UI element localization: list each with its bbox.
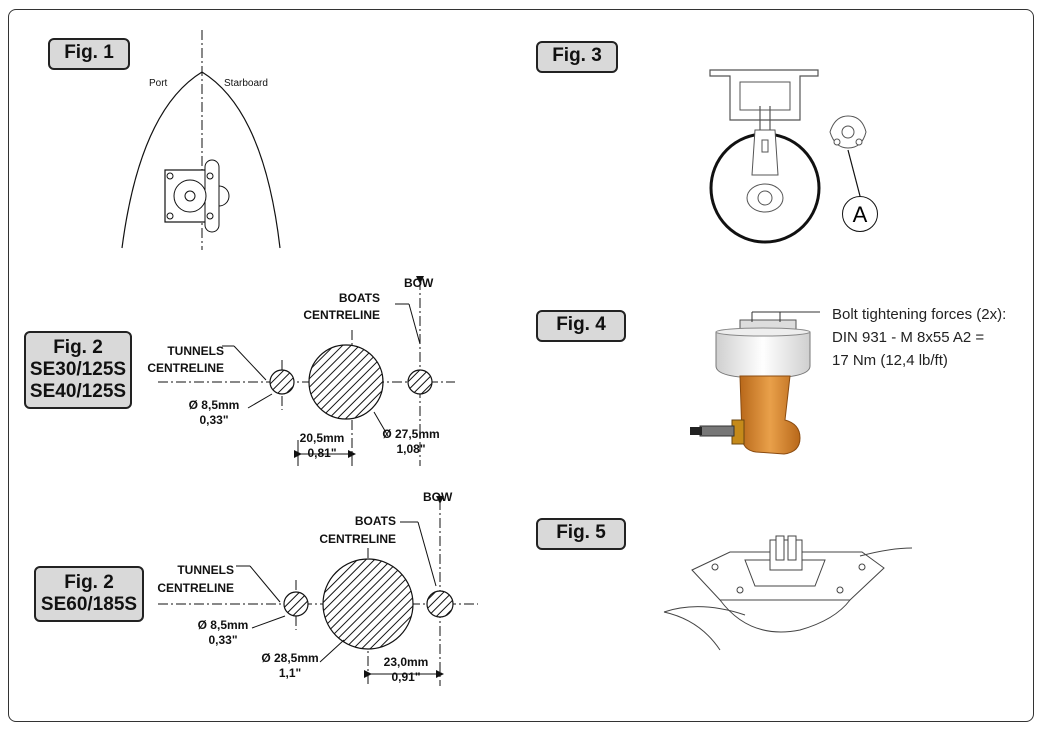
- fig2b-small-diameter-label: Ø 8,5mm 0,33": [190, 618, 256, 648]
- fig2a-bow-label: BOW: [404, 276, 434, 290]
- fig2b-boats-line1: BOATS: [354, 514, 396, 528]
- fig1-starboard-label: Starboard: [224, 78, 268, 89]
- fig2b-offset-mm: 23,0mm: [383, 655, 429, 669]
- fig2b-bow-label: BOW: [423, 490, 453, 504]
- fig3-callout-a: A: [842, 196, 878, 232]
- fig2b-label: Fig. 2 SE60/185S: [34, 566, 144, 622]
- fig2a-boats-centreline-label: BOATS CENTRELINE: [290, 290, 380, 324]
- fig4-note-line3: 17 Nm (12,4 lb/ft): [832, 352, 948, 369]
- fig2b-large-dia-in: 1,1": [278, 666, 302, 680]
- fig2a-large-dia-mm: Ø 27,5mm: [382, 427, 440, 441]
- fig2b-small-dia-mm: Ø 8,5mm: [197, 618, 249, 632]
- fig2b-hole-pattern: [158, 496, 478, 686]
- fig3-bracket-drawing: [709, 69, 867, 244]
- fig4-bolt-note: Bolt tightening forces (2x): DIN 931 - M…: [832, 303, 1006, 372]
- fig4-note-line2: DIN 931 - M 8x55 A2 =: [832, 329, 985, 346]
- fig2a-small-diameter-label: Ø 8,5mm 0,33": [182, 398, 246, 428]
- page-frame: [8, 9, 1034, 722]
- fig2b-tunnels-line1: TUNNELS: [177, 563, 234, 577]
- fig2b-offset-in: 0,91": [391, 670, 421, 684]
- fig2b-tunnels-centreline-label: TUNNELS CENTRELINE: [144, 561, 234, 597]
- fig2a-offset-mm: 20,5mm: [299, 431, 345, 445]
- fig1-label: Fig. 1: [48, 38, 130, 70]
- fig4-label: Fig. 4: [536, 310, 626, 342]
- fig2a-label-line2: SE30/125S: [29, 359, 127, 380]
- fig2b-label-line2: SE60/185S: [40, 594, 138, 615]
- fig2a-tunnels-line1: TUNNELS: [167, 344, 224, 358]
- fig2a-offset-label: 20,5mm 0,81": [294, 431, 350, 461]
- fig2b-tunnels-line2: CENTRELINE: [157, 581, 234, 595]
- fig2b-label-line1: Fig. 2: [64, 572, 114, 593]
- fig2b-offset-label: 23,0mm 0,91": [376, 655, 436, 685]
- fig2a-boats-line1: BOATS: [338, 291, 380, 305]
- fig2a-label: Fig. 2 SE30/125S SE40/125S: [24, 331, 132, 409]
- fig2a-large-diameter-label: Ø 27,5mm 1,08": [378, 427, 444, 457]
- fig2a-hole-pattern: [158, 276, 455, 466]
- fig2a-large-dia-in: 1,08": [396, 442, 426, 456]
- fig2b-small-dia-in: 0,33": [208, 633, 238, 647]
- fig2b-boats-line2: CENTRELINE: [319, 532, 396, 546]
- fig2b-large-dia-mm: Ø 28,5mm: [261, 651, 319, 665]
- fig1-hull-drawing: [121, 30, 281, 250]
- fig5-installation-drawing: [663, 535, 913, 651]
- fig2a-boats-line2: CENTRELINE: [303, 308, 380, 322]
- fig2a-label-line1: Fig. 2: [53, 337, 103, 358]
- fig2a-tunnels-centreline-label: TUNNELS CENTRELINE: [136, 343, 224, 377]
- fig4-note-line1: Bolt tightening forces (2x):: [832, 306, 1007, 323]
- fig1-port-label: Port: [149, 78, 168, 89]
- fig2b-large-diameter-label: Ø 28,5mm 1,1": [254, 651, 326, 681]
- fig2a-offset-in: 0,81": [307, 446, 337, 460]
- fig2a-small-dia-in: 0,33": [199, 413, 229, 427]
- fig3-label: Fig. 3: [536, 41, 618, 73]
- fig2a-label-line3: SE40/125S: [29, 381, 127, 402]
- fig2b-boats-centreline-label: BOATS CENTRELINE: [306, 512, 396, 548]
- fig2a-tunnels-line2: CENTRELINE: [147, 361, 224, 375]
- fig5-label: Fig. 5: [536, 518, 626, 550]
- fig4-motor-drawing: [690, 311, 820, 455]
- fig2a-small-dia-mm: Ø 8,5mm: [188, 398, 240, 412]
